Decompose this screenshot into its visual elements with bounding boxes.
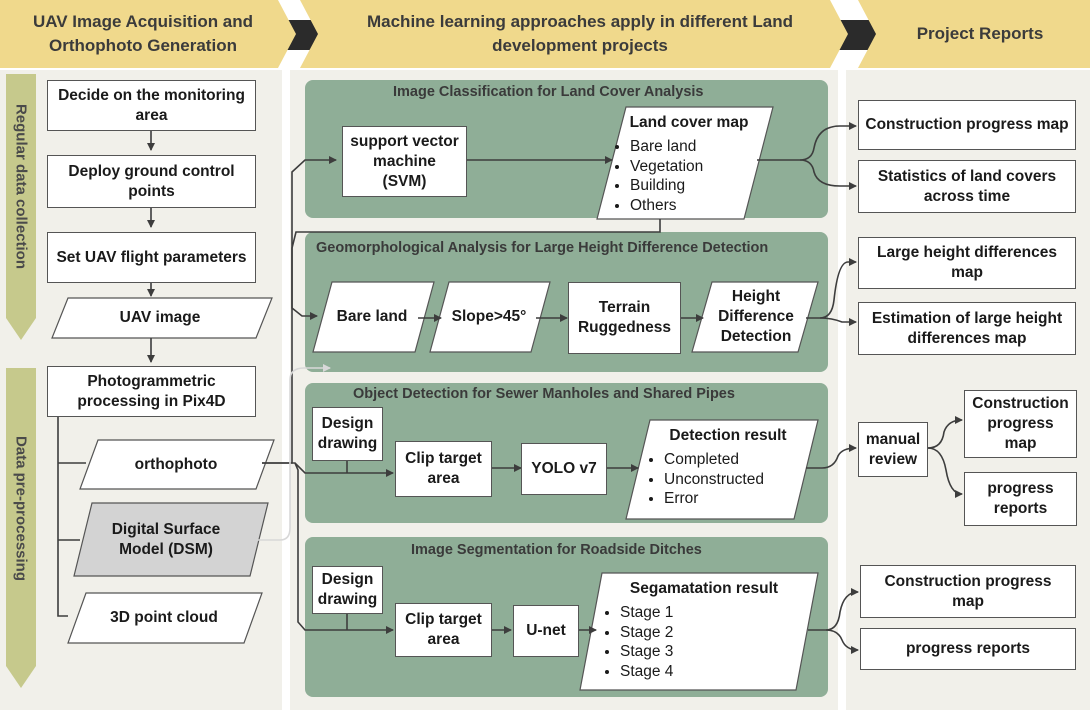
land-cover-map-text: Land cover map Bare land Vegetation Buil… xyxy=(614,113,764,217)
arrow-landcover-r1 xyxy=(757,122,857,161)
point-cloud-shape xyxy=(67,592,263,644)
bare-land-label: Bare land xyxy=(336,308,408,325)
height-detection-label: Height Difference Detection xyxy=(718,288,794,345)
arrow-ortho-panel4 xyxy=(294,462,394,634)
list-item: Error xyxy=(664,489,764,509)
header-col3: Project Reports xyxy=(916,24,1044,43)
detection-result-title: Detection result xyxy=(669,427,787,444)
uav-image-label: UAV image xyxy=(119,309,201,326)
list-item: Unconstructed xyxy=(664,470,764,490)
list-item: Building xyxy=(630,176,703,196)
list-item: Completed xyxy=(664,450,764,470)
detection-result-text: Detection result Completed Unconstructed… xyxy=(648,426,808,518)
side-bar-top xyxy=(6,74,36,340)
report-progress-reports-2: progress reports xyxy=(860,628,1076,670)
land-cover-map-shape xyxy=(596,106,774,220)
arrow-ortho-panel3 xyxy=(262,462,394,477)
panel4-title: Image Segmentation for Roadside Ditches xyxy=(411,542,702,558)
derivative-bracket xyxy=(57,417,68,617)
clip-target-p3-box: Clip target area xyxy=(395,441,492,497)
yolo-box: YOLO v7 xyxy=(521,443,607,495)
header-col2: Machine learning approaches apply in dif… xyxy=(366,12,794,55)
land-cover-map-title: Land cover map xyxy=(629,114,749,131)
terrain-ruggedness-box: Terrain Ruggedness xyxy=(568,282,681,354)
set-flight-parameters-box: Set UAV flight parameters xyxy=(47,232,256,283)
list-item: Stage 1 xyxy=(620,603,673,623)
arrow-review-r5 xyxy=(927,416,963,449)
unet-box: U-net xyxy=(513,605,579,657)
height-detection-shape xyxy=(691,281,819,353)
arrow-seg-r8 xyxy=(825,629,859,654)
clip-target-p4-box: Clip target area xyxy=(395,603,492,657)
report-land-cover-statistics: Statistics of land covers across time xyxy=(858,160,1076,213)
report-construction-progress-map-3: Construction progress map xyxy=(860,565,1076,618)
list-item: Others xyxy=(630,196,703,216)
segmentation-result-shape xyxy=(579,572,819,691)
segmentation-result-list: Stage 1 Stage 2 Stage 3 Stage 4 xyxy=(604,603,673,681)
arrow-seg-r7 xyxy=(808,588,859,631)
svm-box: support vector machine (SVM) xyxy=(342,126,467,197)
report-progress-reports-1: progress reports xyxy=(964,472,1077,526)
list-item: Stage 4 xyxy=(620,662,673,682)
arrow-dsm-bareland xyxy=(258,364,331,541)
list-item: Stage 3 xyxy=(620,642,673,662)
design-drawing-p3-box: Design drawing xyxy=(312,407,383,461)
panel3-title: Object Detection for Sewer Manholes and … xyxy=(353,386,735,402)
report-large-height-map: Large height differences map xyxy=(858,237,1076,289)
land-cover-list: Bare land Vegetation Building Others xyxy=(614,137,703,215)
detection-result-list: Completed Unconstructed Error xyxy=(648,450,764,509)
list-item: Bare land xyxy=(630,137,703,157)
header-col1: UAV Image Acquisition and Orthophoto Gen… xyxy=(32,12,254,55)
slope-shape xyxy=(429,281,551,353)
side-label-regular: Regular data collection xyxy=(12,103,30,270)
header-chevron-3 xyxy=(858,0,1090,68)
arrow-landcover-bareland xyxy=(291,219,661,320)
point-cloud-label: 3D point cloud xyxy=(110,609,218,626)
bare-land-shape xyxy=(312,281,435,353)
report-construction-progress-map-2: Construction progress map xyxy=(964,390,1077,458)
decide-monitoring-area-box: Decide on the monitoring area xyxy=(47,80,256,131)
arrow-landcover-r2 xyxy=(799,159,857,190)
design-drawing-p4-box: Design drawing xyxy=(312,566,383,614)
orthophoto-label: orthophoto xyxy=(134,455,218,473)
arrow-detection-review xyxy=(806,444,857,469)
arrow-height-r4 xyxy=(819,317,857,326)
detection-result-shape xyxy=(625,419,819,520)
list-item: Stage 2 xyxy=(620,623,673,643)
report-height-estimation-map: Estimation of large height differences m… xyxy=(858,302,1076,355)
slope-label: Slope>45° xyxy=(451,308,527,325)
arrow-review-r6 xyxy=(927,447,963,498)
panel2-title: Geomorphological Analysis for Large Heig… xyxy=(316,240,769,256)
side-label-preprocessing: Data pre-processing xyxy=(12,435,30,582)
manual-review-box: manual review xyxy=(858,422,928,477)
orthophoto-shape xyxy=(79,439,275,490)
segmentation-result-text: Segamatation result Stage 1 Stage 2 Stag… xyxy=(604,579,804,687)
dsm-shape xyxy=(73,502,269,577)
segmentation-result-title: Segamatation result xyxy=(629,580,779,597)
arrow-height-r3 xyxy=(806,258,857,319)
list-item: Vegetation xyxy=(630,157,703,177)
panel1-title: Image Classification for Land Cover Anal… xyxy=(393,84,704,100)
uav-image-shape xyxy=(51,297,273,339)
photogrammetric-box: Photogrammetric processing in Pix4D xyxy=(47,366,256,417)
deploy-gcp-box: Deploy ground control points xyxy=(47,155,256,208)
header-chevron-2 xyxy=(300,0,848,68)
dsm-label: Digital Surface Model (DSM) xyxy=(111,520,221,558)
side-bar-bottom xyxy=(6,368,36,688)
report-construction-progress-map-1: Construction progress map xyxy=(858,100,1076,150)
header-chevron-1 xyxy=(0,0,296,68)
